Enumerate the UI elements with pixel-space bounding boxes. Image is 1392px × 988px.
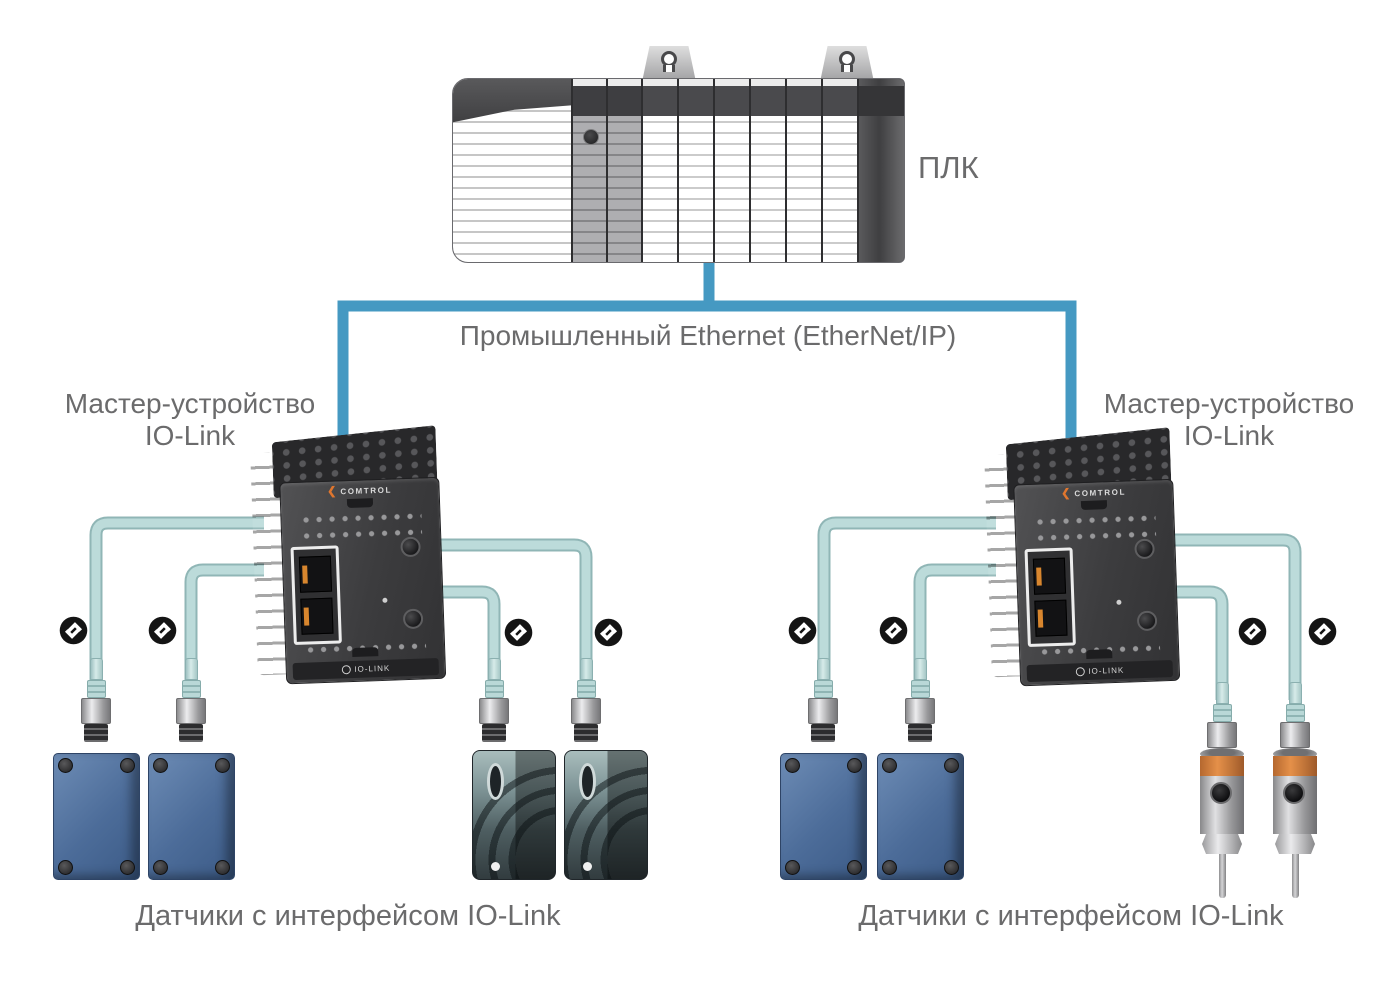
sensors-left-caption: Датчики с интерфейсом IO-Link bbox=[135, 900, 561, 932]
hex-nut bbox=[1275, 834, 1315, 854]
hex-nut bbox=[1202, 834, 1242, 854]
io-link-arrows-icon bbox=[1308, 617, 1337, 646]
iolink-master-left: ❮ COMTROL IO-LINK bbox=[250, 425, 447, 686]
plc-power-module bbox=[453, 79, 571, 262]
plc-mount-ear bbox=[820, 46, 874, 82]
comtrol-logo-icon: ❮ bbox=[326, 485, 337, 498]
plc-label: ПЛК bbox=[918, 150, 979, 185]
iolink-master-right: ❮ COMTROL IO-LINK bbox=[984, 427, 1181, 688]
plc-rack bbox=[452, 78, 905, 263]
sensor-lens bbox=[1210, 782, 1232, 804]
comtrol-logo-icon: ❮ bbox=[1060, 487, 1071, 500]
master-right-label: Мастер-устройство IO-Link bbox=[1103, 388, 1355, 451]
brand-bar: ❮ COMTROL bbox=[1014, 485, 1172, 502]
plc-cpu-module bbox=[606, 79, 641, 262]
master-front-panel: ❮ COMTROL IO-LINK bbox=[279, 476, 447, 685]
rj45-port bbox=[1032, 557, 1067, 595]
io-link-arrows-icon bbox=[879, 616, 908, 645]
plc-io-module bbox=[713, 79, 749, 262]
orange-band bbox=[1200, 756, 1244, 776]
led-row bbox=[1033, 514, 1156, 526]
io-link-arrows-icon bbox=[788, 616, 817, 645]
plc-io-module bbox=[785, 79, 821, 262]
ethernet-label: Промышленный Ethernet (EtherNet/IP) bbox=[459, 320, 957, 351]
io-link-arrows-icon bbox=[59, 616, 88, 645]
orange-band bbox=[1273, 756, 1317, 776]
status-led bbox=[582, 129, 599, 145]
round-connector bbox=[402, 608, 424, 630]
sensor-lens bbox=[1283, 782, 1305, 804]
rj45-port bbox=[1034, 599, 1068, 638]
io-link-arrows-icon bbox=[1238, 617, 1267, 646]
plc-cpu-module bbox=[571, 79, 606, 262]
round-connector bbox=[400, 536, 421, 558]
ethernet-ports bbox=[1024, 547, 1076, 648]
io-link-arrows-icon bbox=[504, 618, 533, 647]
ethernet-bus-lines bbox=[337, 262, 1077, 450]
ethernet-ports bbox=[290, 545, 342, 646]
master-front-panel: ❮ COMTROL IO-LINK bbox=[1013, 478, 1181, 687]
sensor-cables bbox=[91, 518, 1300, 700]
plc-io-module bbox=[749, 79, 785, 262]
master-left-label: Мастер-устройство IO-Link bbox=[64, 388, 316, 451]
iolink-footer-label: IO-LINK bbox=[292, 657, 440, 681]
plc-io-module bbox=[821, 79, 857, 262]
rj45-port bbox=[298, 555, 333, 593]
sensors-right-caption: Датчики с интерфейсом IO-Link bbox=[858, 900, 1284, 932]
io-link-arrows-icon bbox=[594, 618, 623, 647]
brand-label: COMTROL bbox=[340, 485, 393, 497]
led-row bbox=[299, 512, 422, 524]
probe-tip bbox=[1291, 854, 1299, 898]
iolink-logo-icon bbox=[1075, 667, 1085, 677]
plc-device bbox=[452, 46, 905, 263]
iolink-logo-icon bbox=[341, 665, 351, 675]
brand-bar: ❮ COMTROL bbox=[280, 483, 438, 500]
io-link-arrows-icon bbox=[148, 616, 177, 645]
brand-label: COMTROL bbox=[1074, 487, 1127, 499]
probe-tip bbox=[1218, 854, 1226, 898]
iolink-footer-label: IO-LINK bbox=[1026, 659, 1174, 683]
rj45-port bbox=[300, 597, 334, 636]
plc-io-module bbox=[641, 79, 677, 262]
plc-end-cap bbox=[857, 79, 904, 262]
round-connector bbox=[1136, 610, 1158, 632]
plc-mount-ear bbox=[642, 46, 696, 82]
plc-io-module bbox=[677, 79, 713, 262]
round-connector bbox=[1134, 538, 1155, 560]
